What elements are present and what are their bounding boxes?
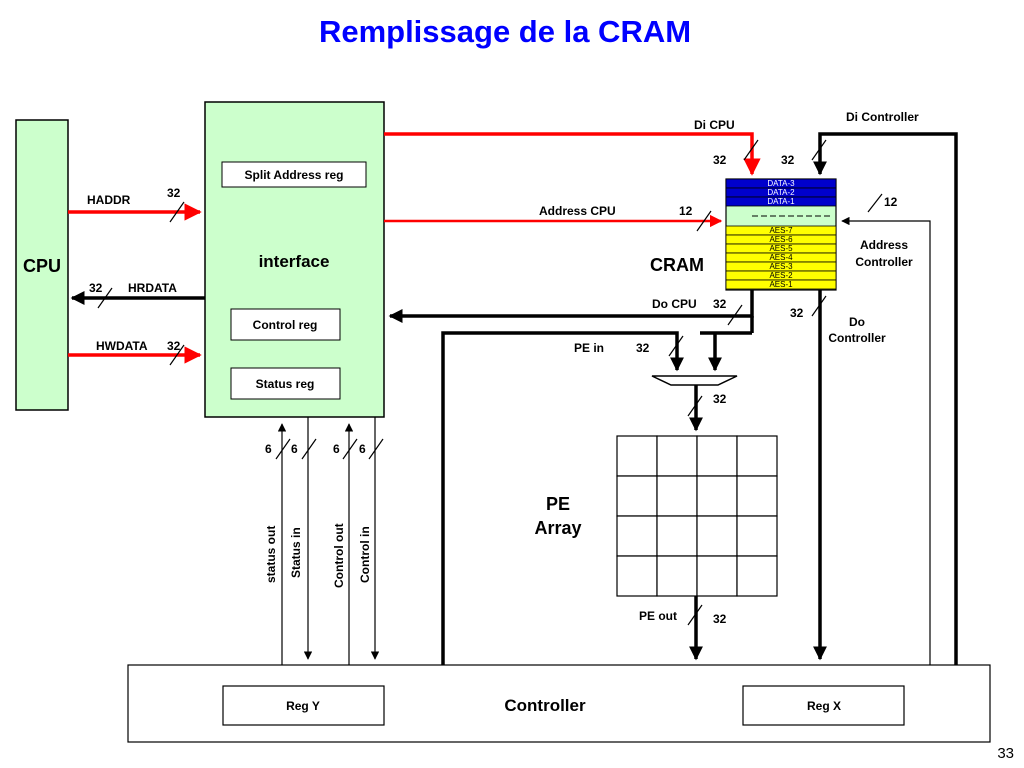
cram-aes-row-label: AES-5 <box>769 244 793 253</box>
cram-data-row-label: DATA-2 <box>767 188 795 197</box>
pe-cell <box>616 475 658 517</box>
do-controller-label-2: Controller <box>828 331 886 345</box>
do-controller-width: 32 <box>790 306 804 320</box>
hrdata-width: 32 <box>89 281 103 295</box>
pe-cell <box>696 515 738 557</box>
cpu-block: CPU <box>15 119 69 411</box>
split-address-reg: Split Address reg <box>245 168 344 182</box>
status-reg: Status reg <box>256 377 315 391</box>
address-cpu-width: 12 <box>679 204 693 218</box>
pe-cell <box>656 475 698 517</box>
status-out-label: status out <box>264 526 278 583</box>
control-in-label: Control in <box>358 526 372 583</box>
address-controller-label-1: Address <box>860 238 908 252</box>
pe-cell <box>616 555 658 597</box>
hwdata-signal: HWDATA 32 <box>68 339 202 366</box>
pe-cell <box>696 475 738 517</box>
pe-array-label-1: PE <box>546 494 570 514</box>
status-in-label: Status in <box>289 527 303 578</box>
cram-aes-row-label: AES-1 <box>769 280 793 289</box>
pe-cell <box>616 515 658 557</box>
interface-block: interface Split Address reg Control reg … <box>204 101 385 418</box>
controller-label: Controller <box>504 696 586 715</box>
cram-data-row-label: DATA-3 <box>767 179 795 188</box>
cram-aes-row-label: AES-4 <box>769 253 793 262</box>
page-title: Remplissage de la CRAM <box>319 14 691 49</box>
cram-aes-row <box>725 279 837 290</box>
pe-in-signal: PE in 32 <box>441 331 684 665</box>
status-control-bus: 6 6 6 6 status out Status in Control out… <box>264 417 384 665</box>
haddr-label: HADDR <box>87 193 131 207</box>
do-cpu-signal: Do CPU 32 <box>388 290 754 326</box>
bus-width-3: 6 <box>333 442 340 456</box>
cram-label: CRAM <box>650 255 704 275</box>
pe-in-width: 32 <box>636 341 650 355</box>
hwdata-width: 32 <box>167 339 181 353</box>
reg-x: Reg X <box>807 699 841 713</box>
interface-label: interface <box>259 252 330 271</box>
hrdata-signal: 32 HRDATA <box>70 281 205 309</box>
pe-cell <box>656 435 698 477</box>
pe-cell <box>736 475 778 517</box>
page-number: 33 <box>997 745 1014 762</box>
di-controller-width: 32 <box>781 153 795 167</box>
pe-out-width: 32 <box>713 612 727 626</box>
control-reg: Control reg <box>253 318 318 332</box>
hwdata-label: HWDATA <box>96 339 148 353</box>
di-cpu-label: Di CPU <box>694 118 735 132</box>
hrdata-label: HRDATA <box>128 281 177 295</box>
di-controller-label: Di Controller <box>846 110 919 124</box>
di-cpu-width: 32 <box>713 153 727 167</box>
pe-cell <box>656 515 698 557</box>
pe-cell <box>656 555 698 597</box>
reg-y: Reg Y <box>286 699 320 713</box>
cram-aes-row-label: AES-6 <box>769 235 793 244</box>
mux: 32 <box>651 375 738 432</box>
address-cpu-signal: Address CPU 12 <box>384 204 723 232</box>
haddr-signal: HADDR 32 <box>68 186 202 223</box>
haddr-width: 32 <box>167 186 181 200</box>
bus-width-1: 6 <box>265 442 272 456</box>
pe-array-label-2: Array <box>534 518 581 538</box>
controller-block: Controller Reg Y Reg X <box>127 664 991 743</box>
pe-cell <box>696 435 738 477</box>
do-cpu-label: Do CPU <box>652 297 697 311</box>
di-cpu-signal: Di CPU 32 <box>384 118 761 176</box>
cram-aes-row-label: AES-3 <box>769 262 793 271</box>
cpu-label: CPU <box>23 256 61 276</box>
address-cpu-label: Address CPU <box>539 204 616 218</box>
address-controller-width: 12 <box>884 195 898 209</box>
cram-data-row <box>725 196 837 207</box>
cram-data-row-label: DATA-1 <box>767 197 795 206</box>
pe-out-signal: PE out 32 <box>639 596 727 661</box>
pe-cell <box>696 555 738 597</box>
pe-cell <box>736 555 778 597</box>
mux-out-width: 32 <box>713 392 727 406</box>
pe-cell <box>736 435 778 477</box>
pe-cell <box>736 515 778 557</box>
pe-cell <box>616 435 658 477</box>
cram-aes-row-label: AES-2 <box>769 271 793 280</box>
do-controller-label-1: Do <box>849 315 865 329</box>
pe-out-label: PE out <box>639 609 677 623</box>
do-controller-signal: 32 Do Controller <box>790 290 886 661</box>
address-controller-label-2: Controller <box>855 255 913 269</box>
bus-width-4: 6 <box>359 442 366 456</box>
cram-aes-row-label: AES-7 <box>769 226 793 235</box>
address-controller-signal: 12 Address Controller <box>841 193 931 665</box>
di-controller-signal: Di Controller 32 <box>781 110 958 665</box>
bus-width-2: 6 <box>291 442 298 456</box>
control-out-label: Control out <box>332 523 346 588</box>
do-cpu-width: 32 <box>713 297 727 311</box>
pe-in-label: PE in <box>574 341 604 355</box>
pe-array: PE Array <box>534 435 778 597</box>
